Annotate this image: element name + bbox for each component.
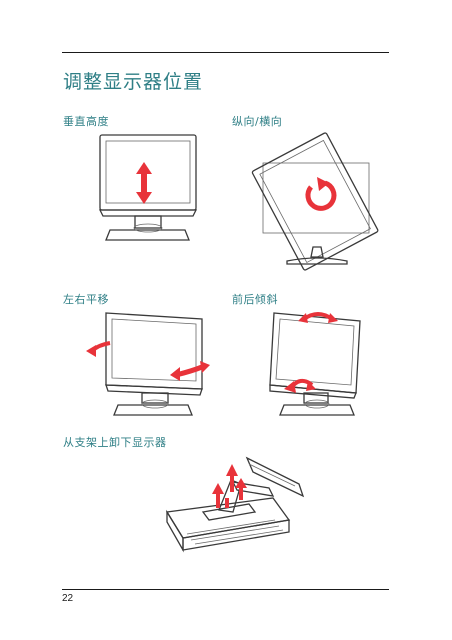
label-swivel: 左右平移 [63,293,109,306]
page-number: 22 [62,593,74,604]
footer-rule [62,589,389,590]
page-title: 调整显示器位置 [63,71,204,93]
vertical-height-arrow-icon [136,162,152,204]
label-vertical-height: 垂直高度 [63,115,109,128]
header-rule [62,52,389,53]
monitor-remove-stand-illustration [165,456,305,553]
label-tilt: 前后倾斜 [232,293,278,306]
label-portrait-landscape: 纵向/横向 [232,115,283,128]
monitor-swivel-illustration [86,312,210,416]
tilt-arrows-icon [284,312,338,393]
rotate-arrow-icon [305,177,337,211]
monitor-tilt-illustration [269,312,361,416]
monitor-height-illustration [98,134,198,241]
monitor-rotation-illustration [251,132,379,271]
swivel-arrows-icon [86,341,210,381]
release-arrows-icon [212,464,247,508]
label-remove-stand: 从支架上卸下显示器 [63,436,167,449]
